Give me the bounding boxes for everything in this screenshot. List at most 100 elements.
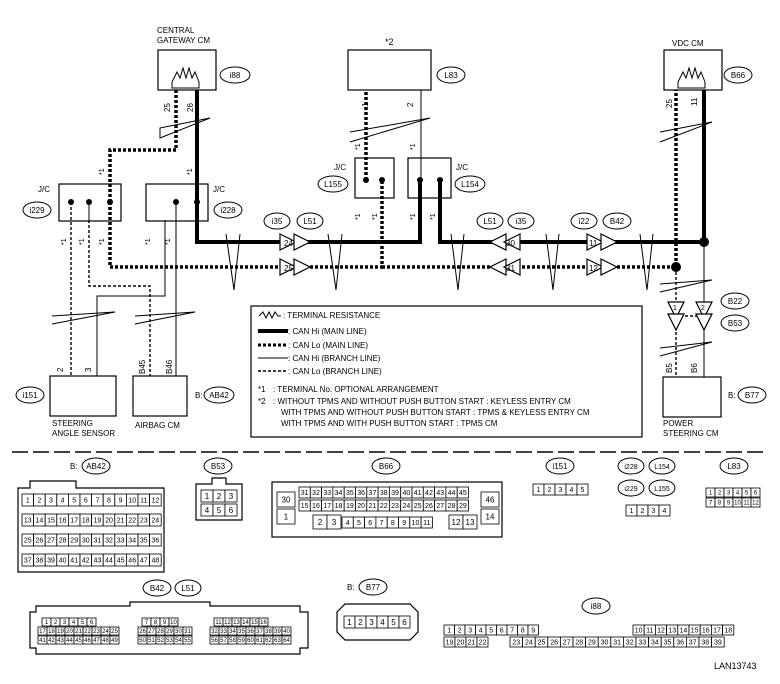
b42-pin: 30	[175, 629, 182, 635]
b77-pin: 4	[380, 618, 385, 627]
b42-pin: 54	[175, 638, 182, 644]
legend-note2-line1: : WITHOUT TPMS AND WITHOUT PUSH BUTTON S…	[273, 397, 571, 406]
i88-pin: 29	[588, 639, 596, 646]
b66-pin: 46	[486, 495, 495, 504]
i88-pin: 18	[724, 627, 732, 634]
b66-pin: 19	[346, 503, 354, 510]
i88-pin: 17	[713, 627, 721, 634]
i228-cell	[658, 504, 671, 517]
ab42-pin: 29	[70, 537, 78, 544]
pin-1: 1	[673, 305, 677, 312]
ps-label-2: STEERING CM	[663, 429, 719, 438]
i88-pin: 19	[446, 639, 454, 646]
steering-pin-2: 2	[56, 367, 65, 372]
b66-pin: 4	[346, 520, 350, 527]
b66-pin: 23	[391, 503, 399, 510]
i151-cell	[576, 483, 589, 496]
star1-mark: *1	[187, 168, 194, 175]
jc-l154-label: J/C	[456, 163, 468, 172]
b66-pin: 5	[357, 520, 361, 527]
legend-note2-line3: WITH TPMS AND WITH PUSH BUTTON START : T…	[281, 419, 498, 428]
b66-cell	[456, 486, 469, 499]
b53-name: B53	[211, 462, 226, 471]
legend-note1-mark: *1	[258, 385, 266, 394]
b66-pin: 34	[335, 490, 343, 497]
conn-i228-label: i228	[220, 206, 236, 215]
b42-cell	[281, 626, 292, 636]
b42-pin: 3	[63, 620, 67, 626]
b42-pin: 1	[45, 620, 49, 626]
pin-2: 2	[701, 305, 705, 312]
i88-pin: 13	[668, 627, 676, 634]
b66-pin: 15	[301, 503, 309, 510]
i88-pin: 15	[691, 627, 699, 634]
b66-pin: 22	[380, 503, 388, 510]
ab42-pin: 36	[152, 537, 160, 544]
conn-i22-label: i22	[579, 217, 590, 226]
b66-pin: 13	[466, 518, 475, 527]
b42-pin: 48	[102, 638, 109, 644]
star1-mark: *1	[99, 168, 106, 175]
i228-pin: 1	[630, 508, 634, 515]
steering-label-2: ANGLE SENSOR	[52, 429, 115, 438]
star1-mark: *1	[410, 213, 417, 220]
b66-pin: 20	[357, 503, 365, 510]
ab42-pin: 4	[61, 497, 65, 504]
ab42-pin: 19	[94, 517, 102, 524]
b42-pin: 64	[283, 638, 290, 644]
b42-cell	[281, 635, 292, 645]
b53-pin: 5	[217, 506, 222, 515]
b66-pin: 25	[414, 503, 422, 510]
b66-pin: 30	[282, 495, 291, 504]
ab42-pin: 28	[59, 537, 67, 544]
b66-cell	[480, 491, 500, 508]
b66-pin: 38	[380, 490, 388, 497]
ps-label-1: POWER	[663, 419, 693, 428]
jc-i228: J/C i228	[145, 183, 243, 222]
power-steering-cm: B: B77 POWER STEERING CM B5 B6	[662, 363, 767, 438]
conn-l155-label: L155	[324, 180, 342, 189]
i88-pin: 27	[563, 639, 571, 646]
airbag-label: AIRBAG CM	[135, 421, 180, 430]
legend: : TERMINAL RESISTANCE : CAN Hi (MAIN LIN…	[250, 305, 643, 438]
i151-pin: 4	[570, 487, 574, 494]
airbag-cm: B: AB42 AIRBAG CM B45 B46	[132, 359, 235, 430]
b42-pin: 42	[48, 638, 55, 644]
vdc-pin-11: 11	[690, 97, 699, 106]
vdc-cm: VDC CM B66 25 11	[663, 39, 753, 108]
ab42-pin: 18	[82, 517, 90, 524]
i151-name: i151	[552, 462, 568, 471]
i88-cell	[476, 636, 489, 648]
l83-pin: 5	[745, 491, 749, 497]
ab42-pin: 26	[36, 537, 44, 544]
ab42-cell	[149, 513, 162, 527]
i88-cell	[711, 636, 725, 648]
joint-connector-right: i22 B42 11 12	[570, 212, 632, 276]
b66-cell	[456, 499, 469, 512]
legend-can-hi-branch: : CAN Hi (BRANCH LINE)	[288, 354, 381, 363]
b66-pin: 7	[380, 520, 384, 527]
b42-pin: 45	[75, 638, 82, 644]
airbag-conn-prefix: B:	[195, 391, 203, 400]
b42-pin: 55	[184, 638, 191, 644]
b42-pin: 60	[247, 638, 254, 644]
i228-pin: 2	[641, 508, 645, 515]
b42-pin: 43	[57, 638, 64, 644]
airbag-pin-b46: B46	[165, 359, 174, 374]
pin-30: 30	[506, 239, 515, 248]
b66-pin: 33	[323, 490, 331, 497]
i88-pin: 34	[651, 639, 659, 646]
b66-pin: 44	[448, 490, 456, 497]
b42-pin: 14	[242, 620, 249, 626]
star1-mark: *1	[372, 213, 379, 220]
l83-pin: 2	[718, 491, 722, 497]
i88-pin: 26	[550, 639, 558, 646]
ab42-pin: 17	[70, 517, 78, 524]
ab42-prefix: B:	[70, 462, 78, 471]
i88-pin: 7	[510, 627, 514, 634]
i88-pin: 12	[657, 627, 665, 634]
b42-cell	[86, 617, 97, 627]
jc-l154: J/C L154	[407, 157, 486, 199]
b42-pin: 13	[233, 620, 240, 626]
b42-pin: 62	[265, 638, 272, 644]
